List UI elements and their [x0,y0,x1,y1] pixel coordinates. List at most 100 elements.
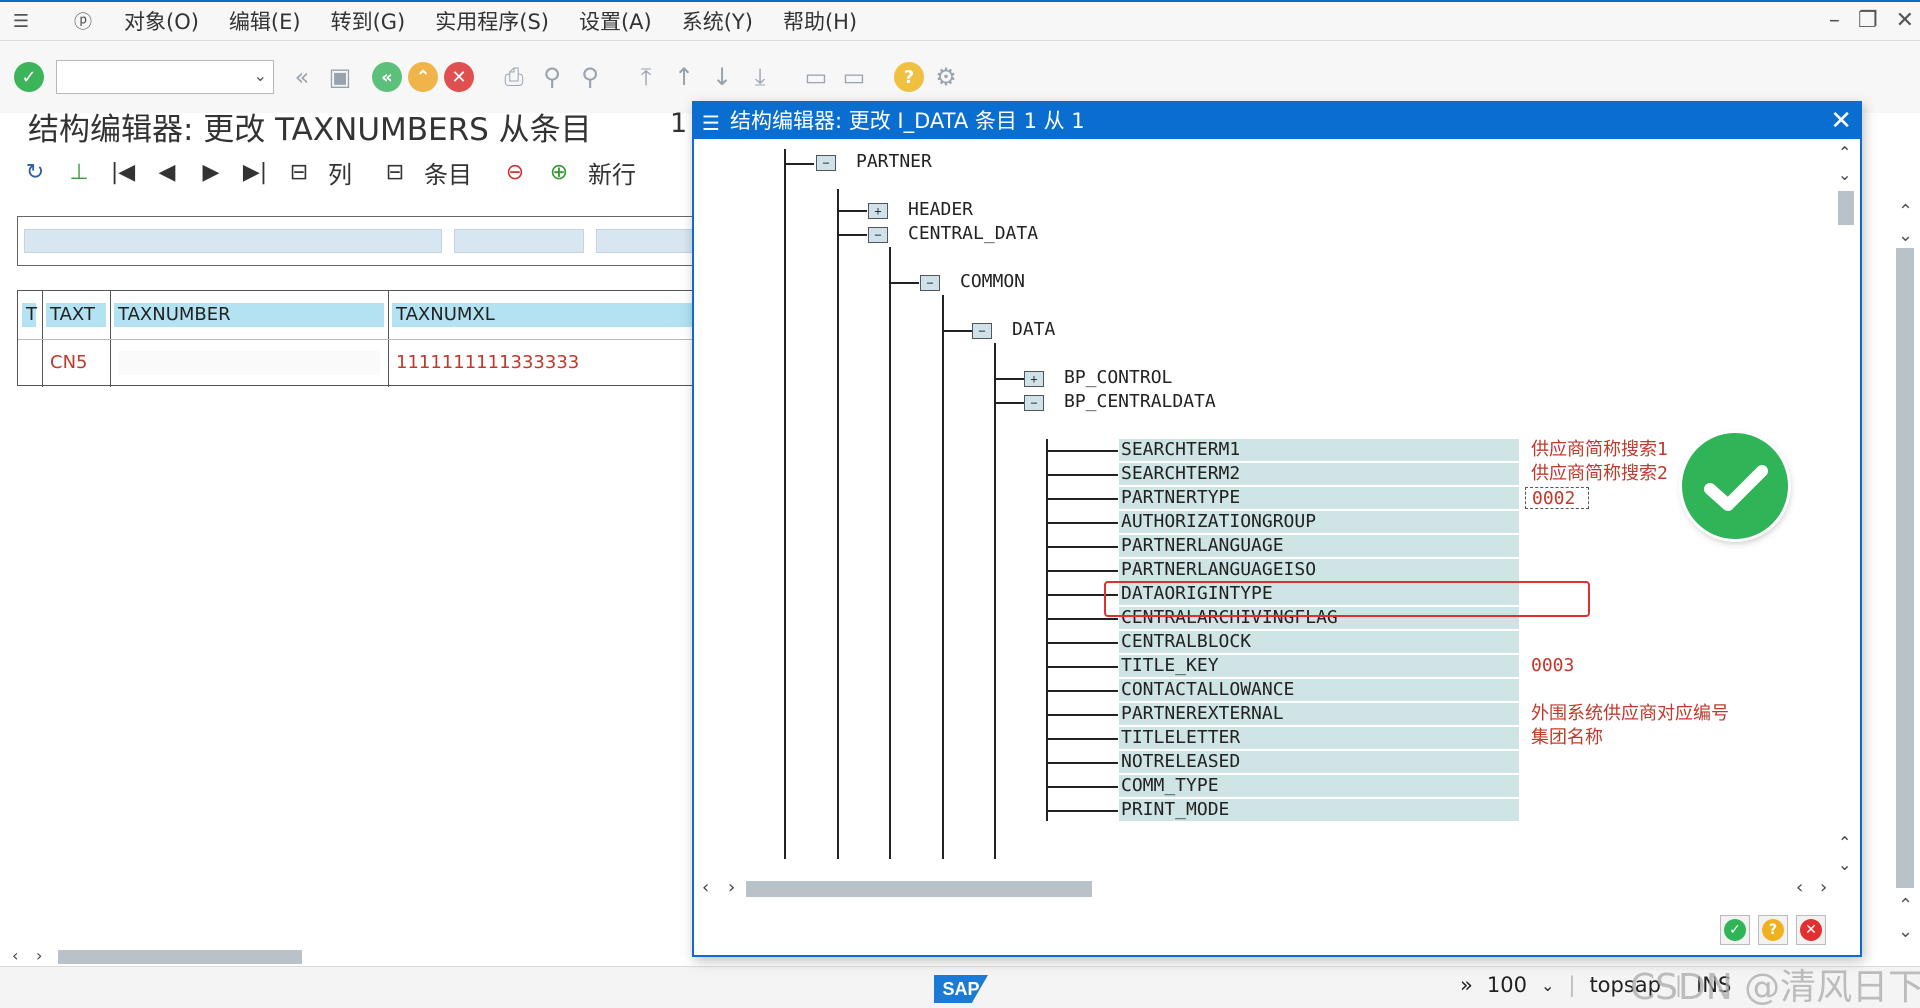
value-authorizationgroup[interactable] [1519,511,1531,533]
scroll-left-icon[interactable]: ‹ [702,877,710,898]
save-icon[interactable]: ▣ [328,63,352,91]
new-line-button[interactable]: 新行 [588,160,636,189]
node-partner[interactable]: PARTNER [856,151,932,172]
new-session-icon[interactable]: ▭ [804,63,828,91]
next-page-icon[interactable]: ↓ [711,63,733,91]
node-bp-centraldata[interactable]: BP_CENTRALDATA [1064,391,1216,412]
folder-open-icon[interactable]: − [868,227,888,243]
filter-cell[interactable] [596,229,696,253]
customize-gear-icon[interactable]: ⚙ [935,63,957,91]
cell-taxnumxl[interactable]: 1111111111333333 [396,352,580,373]
background-vertical-scroll-thumb[interactable] [1896,248,1914,888]
value-partnerlanguageiso[interactable] [1519,559,1531,581]
column-button[interactable]: 列 [328,160,352,189]
folder-open-icon[interactable]: − [816,155,836,171]
col-header-t[interactable]: T [22,303,37,327]
value-partnerexternal[interactable]: 外围系统供应商对应编号 [1531,703,1729,724]
folder-expand-icon[interactable]: + [868,203,888,219]
entry-button[interactable]: 条目 [424,160,472,189]
last-entry-icon[interactable]: ▶| [242,159,268,185]
menu-object[interactable]: 对象(O) [124,10,199,34]
scroll-left-icon[interactable]: ‹ [12,946,19,965]
minimize-icon[interactable]: – [1828,8,1840,33]
value-title-key[interactable]: 0003 [1531,655,1575,676]
value-searchterm1[interactable]: 供应商简称搜索1 [1531,439,1668,460]
scroll-down-icon[interactable]: ⌄ [1898,225,1914,246]
prev-entry-icon[interactable]: ◀ [158,159,176,185]
first-entry-icon[interactable]: |◀ [110,159,136,185]
folder-open-icon[interactable]: − [1024,395,1044,411]
value-centralblock[interactable] [1519,631,1531,653]
print-icon[interactable]: ⎙ [504,63,524,91]
menu-help[interactable]: 帮助(H) [782,10,858,34]
tree-vertical-scrollbar[interactable]: ⌃ ⌄ ⌃ ⌄ [1834,143,1858,874]
filter-cell[interactable] [454,229,584,253]
refresh-icon[interactable]: ↻ [25,159,45,185]
column-icon[interactable]: ⊟ [289,159,309,185]
menu-list-icon[interactable]: ☰ [12,10,30,32]
value-titleletter[interactable]: 集团名称 [1531,727,1603,748]
menu-system[interactable]: 系统(Y) [681,10,753,34]
value-partnertype[interactable]: 0002 [1525,487,1589,509]
confirm-button[interactable]: ✓ [1720,915,1750,945]
dialog-close-icon[interactable]: ✕ [1830,106,1852,136]
menu-utilities[interactable]: 实用程序(S) [435,10,549,34]
scroll-right-icon[interactable]: › [36,946,43,965]
folder-expand-icon[interactable]: + [1024,371,1044,387]
back-double-icon[interactable]: « [294,63,310,91]
menu-edit[interactable]: 编辑(E) [228,10,301,34]
value-print-mode[interactable] [1519,799,1531,821]
value-notreleased[interactable] [1519,751,1531,773]
col-header-taxnumxl[interactable]: TAXNUMXL [392,303,698,327]
status-expand-icon[interactable]: » [1460,973,1473,997]
last-page-icon[interactable]: ⤓ [754,63,766,91]
background-horizontal-scrollbar[interactable]: ‹ › [0,946,700,968]
folder-open-icon[interactable]: − [920,275,940,291]
chevron-down-icon[interactable]: ⌄ [253,66,267,85]
back-icon[interactable]: « [372,62,402,92]
menu-settings[interactable]: 设置(A) [578,10,652,34]
scroll-right-icon[interactable]: › [1820,877,1828,898]
cancel-button[interactable]: ✕ [1796,915,1826,945]
node-central-data[interactable]: CENTRAL_DATA [908,223,1039,244]
cell-taxt[interactable]: CN5 [50,352,88,373]
hierarchy-icon[interactable]: ⊥ [69,159,89,185]
help-icon[interactable]: ? [894,62,924,92]
scroll-up-icon[interactable]: ⌃ [1838,833,1852,852]
cell-taxnumber[interactable] [118,351,380,375]
exit-icon[interactable]: ⌃ [408,62,438,92]
node-bp-control[interactable]: BP_CONTROL [1064,367,1173,388]
scroll-up-icon[interactable]: ⌃ [1898,895,1914,916]
scroll-up-icon[interactable]: ⌃ [1838,143,1852,162]
value-partnerlanguage[interactable] [1519,535,1531,557]
scroll-down-icon[interactable]: ⌄ [1838,855,1852,874]
tree-horizontal-scrollbar[interactable]: ‹ › ‹ › [694,875,1838,899]
entry-icon[interactable]: ⊟ [385,159,405,185]
sap-menu-icon[interactable]: ⓟ [74,12,92,33]
insert-row-icon[interactable]: ⊕ [549,159,569,185]
next-entry-icon[interactable]: ▶ [202,159,220,185]
scroll-left-icon[interactable]: ‹ [1796,877,1804,898]
scroll-thumb[interactable] [58,950,302,964]
scroll-thumb[interactable] [1838,191,1854,225]
delete-row-icon[interactable]: ⊖ [505,159,525,185]
restore-icon[interactable]: ❐ [1857,8,1878,33]
col-header-taxnumber[interactable]: TAXNUMBER [114,303,384,327]
cancel-icon[interactable]: ✕ [444,62,474,92]
folder-open-icon[interactable]: − [972,323,992,339]
scroll-up-icon[interactable]: ⌃ [1898,201,1914,222]
scroll-down-icon[interactable]: ⌄ [1898,921,1914,942]
node-header[interactable]: HEADER [908,199,974,220]
node-data[interactable]: DATA [1012,319,1056,340]
filter-cell[interactable] [24,229,442,253]
node-common[interactable]: COMMON [960,271,1026,292]
close-window-icon[interactable]: ✕ [1895,8,1914,33]
value-contactallowance[interactable] [1519,679,1531,701]
scroll-right-icon[interactable]: › [728,877,736,898]
shortcut-icon[interactable]: ▭ [842,63,866,91]
help-button[interactable]: ? [1758,915,1788,945]
value-searchterm2[interactable]: 供应商简称搜索2 [1531,463,1668,484]
menu-goto[interactable]: 转到(G) [330,10,406,34]
find-next-icon[interactable]: ⚲ [581,63,599,91]
scroll-down-icon[interactable]: ⌄ [1838,165,1852,184]
